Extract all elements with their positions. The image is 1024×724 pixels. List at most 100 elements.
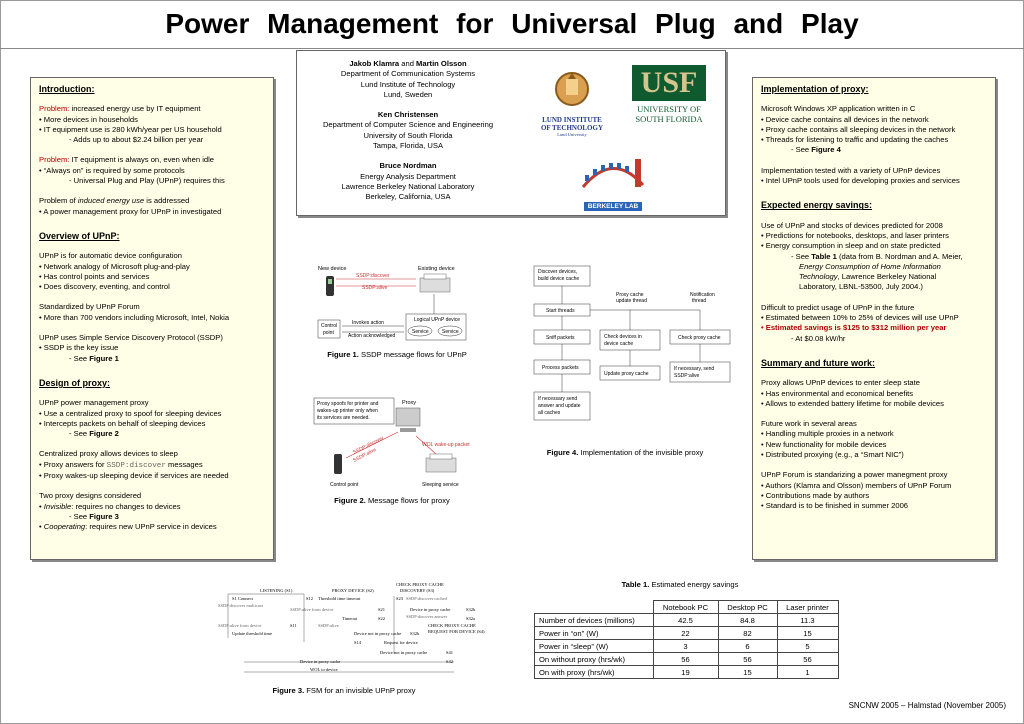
printer-icon [419,277,451,293]
berkeley-logo: BERKELEY LAB [577,155,649,211]
svg-text:S1 Connect: S1 Connect [232,596,254,601]
figure-3-fsm: LISTENING (S1) PROXY DEVICE (S2) CHECK P… [218,582,485,673]
sum-line: Proxy allows UPnP devices to enter sleep… [761,378,920,388]
svg-text:S21: S21 [378,607,385,612]
svg-text:DISCOVERY (S3): DISCOVERY (S3) [400,588,435,593]
fig1-alive-label: SSDP:alive [362,285,388,291]
table-1-caption: Table 1. Estimated energy savings [621,580,739,589]
svg-text:Device in proxy cache: Device in proxy cache [410,607,450,612]
svg-text:If necessary send: If necessary send [538,396,577,402]
ov-line: • Does discovery, eventing, and control [39,282,170,292]
fig1-existing-device-label: Existing device [418,266,455,272]
fig1-new-device-label: New device [318,266,346,272]
exp-highlight: • Estimated savings is $125 to $312 mill… [761,323,947,333]
svg-text:Logical UPnP device: Logical UPnP device [414,317,460,323]
svg-text:S12: S12 [306,596,313,601]
right-panel: Implementation of proxy: Microsoft Windo… [752,77,996,560]
svg-text:SSDP:alive: SSDP:alive [318,623,339,628]
svg-text:LISTENING (S1): LISTENING (S1) [260,588,293,593]
svg-text:SSDP:discover cached: SSDP:discover cached [406,596,448,601]
svg-text:Start threads: Start threads [546,308,575,314]
svg-text:Discover devices,: Discover devices, [538,269,577,275]
svg-text:device cache: device cache [604,341,633,347]
svg-text:Update threshold time: Update threshold time [232,631,272,636]
exp-line: • Predictions for notebooks, desktops, a… [761,230,949,240]
design-heading: Design of proxy: [39,377,111,388]
svg-text:Process packets: Process packets [542,365,579,371]
d-see: - See Figure 2 [69,429,119,439]
intro-problem1: Problem: increased energy use by IT equi… [39,104,201,114]
d-line: • Intercepts packets on behalf of sleepi… [39,418,206,428]
svg-text:Update proxy cache: Update proxy cache [604,371,649,377]
svg-text:SSDP:alive from device: SSDP:alive from device [218,623,262,628]
intro-problem2: Problem: IT equipment is always on, even… [39,155,215,165]
d-line: UPnP power management proxy [39,398,149,408]
impl-line: • Intel UPnP tools used for developing p… [761,176,960,186]
svg-text:S32b: S32b [410,631,420,636]
intro-sub: - Universal Plug and Play (UPnP) require… [69,176,225,186]
svg-text:Notification: Notification [690,292,715,298]
fig2-note [313,397,395,425]
svg-text:Proxy cache: Proxy cache [616,292,644,298]
sum-line: • Handling multiple proxies in a network [761,429,894,439]
poster-title: Power Management for Universal Plug and … [0,0,1024,49]
intro-induced: Problem of induced energy use is address… [39,196,190,206]
d-line: Two proxy designs considered [39,491,142,501]
svg-text:SSDP:discover answer: SSDP:discover answer [406,614,448,619]
exp-see: - See Table 1 (data from B. Nordman and … [791,251,963,261]
exp-line: Difficult to predict usage of UPnP in th… [761,302,915,312]
figure-4-flowchart: Discover devices, build device cache Pro… [533,265,731,421]
fig2-proxy-label: Proxy [402,400,416,406]
svg-text:REQUEST FOR DEVICE (S4): REQUEST FOR DEVICE (S4) [428,629,485,634]
d-line: • Use a centralized proxy to spoof for s… [39,408,222,418]
svg-text:S14: S14 [354,640,362,645]
figure-2-caption: Figure 2. Message flows for proxy [334,496,450,505]
table-header-row: Notebook PC Desktop PC Laser printer [534,600,839,614]
svg-text:SSDP:alive from device: SSDP:alive from device [290,607,334,612]
exp-line: • Estimated between 10% to 25% of device… [761,313,959,323]
svg-text:Sleeping service: Sleeping service [422,482,459,488]
intro-sub: - Adds up to about $2.24 billion per yea… [69,135,204,145]
svg-text:Request for device: Request for device [384,640,418,645]
svg-text:point: point [323,330,334,336]
svg-text:Proxy spoofs for printer and: Proxy spoofs for printer and [317,401,379,407]
overview-heading: Overview of UPnP: [39,230,120,241]
sum-line: • Has environmental and economical benef… [761,388,914,398]
impl-line: • Proxy cache contains all sleeping devi… [761,124,956,134]
figure-4: Discover devices, build device cache Pro… [530,262,740,442]
ov-see: - See Figure 1 [69,353,119,363]
ov-line: UPnP uses Simple Service Discovery Proto… [39,333,223,343]
svg-text:Device not in proxy cache: Device not in proxy cache [354,631,401,636]
svg-text:Device not in proxy cache: Device not in proxy cache [380,650,427,655]
svg-text:SSDP:alive: SSDP:alive [674,373,700,379]
svg-text:SSDP:discover multicast: SSDP:discover multicast [218,603,264,608]
lund-logo: LUND INSTITUTE OF TECHNOLOGY Lund Univer… [531,69,613,151]
authors-box: Jakob Klamra and Martin Olsson Departmen… [296,50,726,216]
fig1-invokes: Invokes action [352,320,384,326]
svg-text:answer and update: answer and update [538,403,581,409]
ov-line: • More than 700 vendors including Micros… [39,312,230,322]
ov-line: • SSDP is the key issue [39,343,119,353]
svg-text:Control: Control [321,323,337,329]
svg-text:S41: S41 [446,650,453,655]
computer-icon [395,407,421,427]
svg-text:S32b: S32b [466,607,476,612]
d-line: Centralized proxy allows devices to slee… [39,449,178,459]
svg-text:Timeout: Timeout [342,616,358,621]
fig1-discover-label: SSDP:discover [356,273,390,279]
sum-line: • Distributed proxying (e.g., a “Smart N… [761,450,904,460]
usf-logo: USF UNIVERSITY OF SOUTH FLORIDA [627,65,711,155]
sum-line: • Authors (Klamra and Olsson) members of… [761,480,952,490]
svg-text:Device in proxy cache: Device in proxy cache [300,659,340,664]
svg-text:Check proxy cache: Check proxy cache [678,335,721,341]
figure-3: LISTENING (S1) PROXY DEVICE (S2) CHECK P… [214,582,494,678]
svg-text:S32a: S32a [466,616,475,621]
svg-text:S23: S23 [396,596,404,601]
svg-text:If necessary, send: If necessary, send [674,366,714,372]
d-line: • Proxy wakes-up sleeping device if serv… [39,471,229,481]
savings-heading: Expected energy savings: [761,200,873,211]
svg-text:build device cache: build device cache [538,276,579,282]
